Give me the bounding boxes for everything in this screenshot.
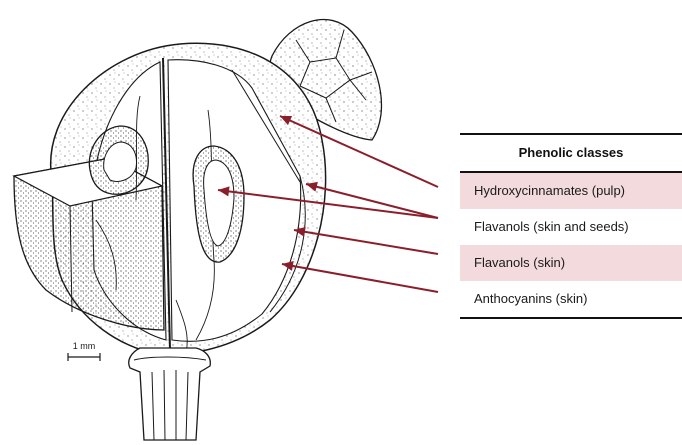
berry-body [14,43,326,354]
arrow-line [282,264,438,292]
table-bottom-rule [460,317,682,319]
table-row: Anthocyanins (skin) [460,281,682,317]
table-row: Flavanols (skin and seeds) [460,209,682,245]
scale-bar-line [68,353,100,361]
arrow-line [306,184,438,218]
scale-bar-label: 1 mm [66,341,102,351]
table-header: Phenolic classes [460,135,682,171]
phenolic-classes-table: Phenolic classes Hydroxycinnamates (pulp… [460,133,682,319]
table-row: Hydroxycinnamates (pulp) [460,173,682,209]
stem [129,348,211,440]
table-row: Flavanols (skin) [460,245,682,281]
scale-bar: 1 mm [66,341,102,351]
